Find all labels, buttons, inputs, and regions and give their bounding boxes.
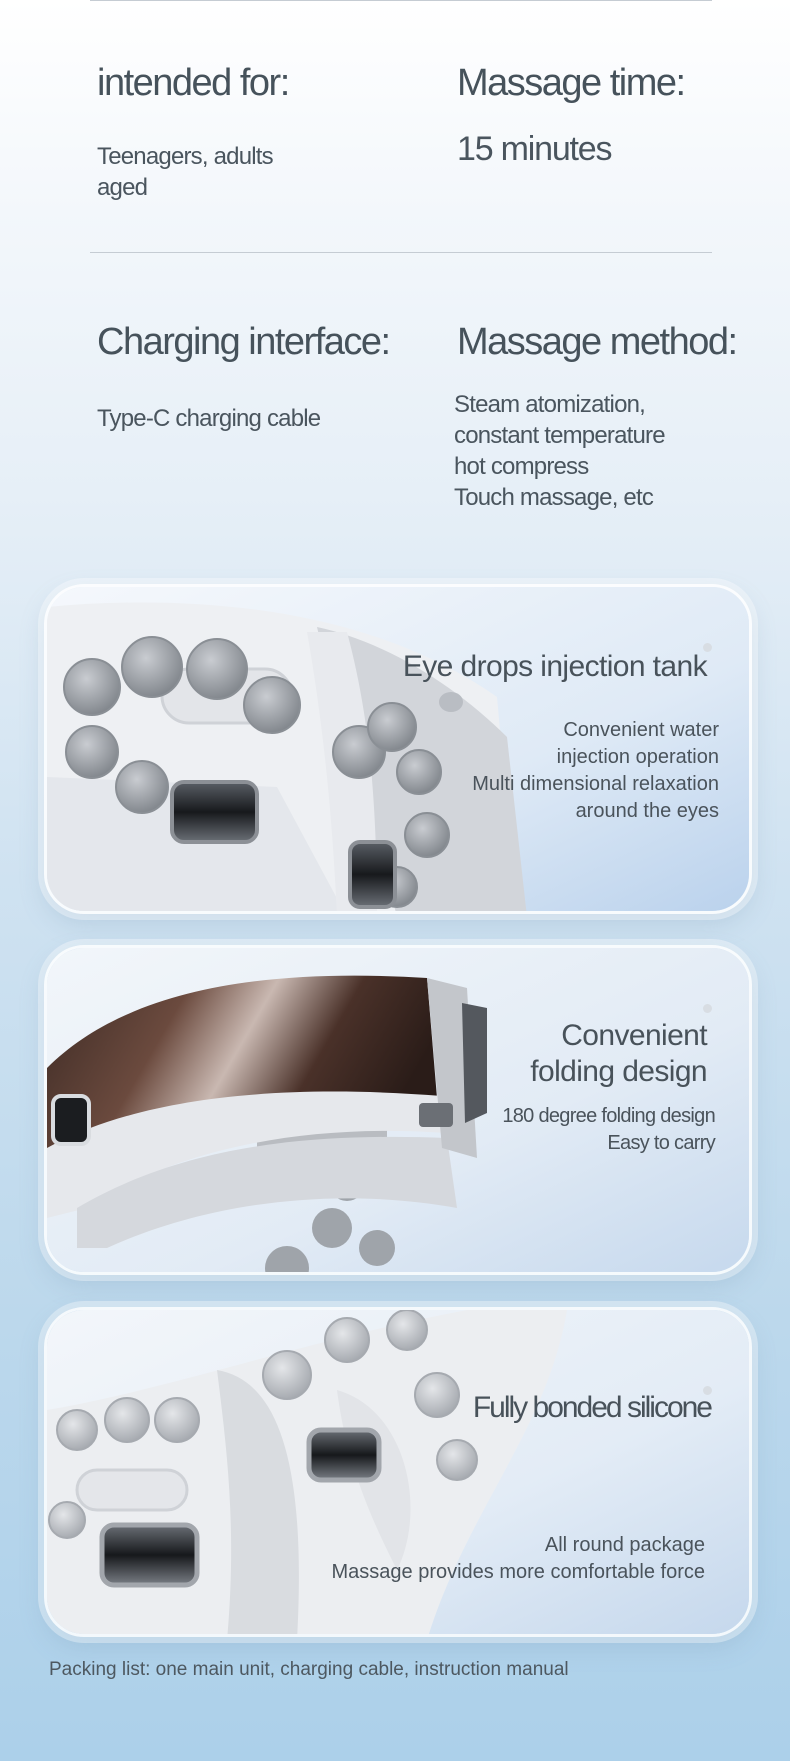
top-divider (90, 0, 712, 1)
eye-tank-panel: Eye drops injection tank Convenient wate… (44, 584, 752, 914)
silicone-title: Fully bonded silicone (472, 1391, 713, 1424)
silicone-desc: All round package Massage provides more … (331, 1534, 706, 1583)
charging-interface-title: Charging interface: (97, 321, 391, 363)
folding-design-panel: Convenient folding design 180 degree fol… (44, 945, 752, 1275)
eye-tank-title: Eye drops injection tank (402, 650, 708, 683)
folded-massager-image (47, 948, 749, 1272)
middle-divider (90, 252, 712, 253)
massage-time-value: 15 minutes (457, 130, 613, 168)
corner-dot (703, 1004, 712, 1013)
massage-time-title: Massage time: (457, 62, 686, 104)
silicone-massager-image (47, 1310, 749, 1634)
corner-dot (703, 643, 712, 652)
silicone-panel: Fully bonded silicone All round package … (44, 1307, 752, 1637)
intended-for-value: Teenagers, adults aged (97, 143, 274, 201)
intended-for-title: intended for: (97, 62, 290, 104)
massage-method-title: Massage method: (457, 321, 738, 363)
massage-method-value: Steam atomization, constant temperature … (454, 391, 666, 511)
packing-list: Packing list: one main unit, charging ca… (49, 1659, 569, 1680)
folding-design-desc: 180 degree folding design Easy to carry (502, 1105, 715, 1154)
charging-interface-value: Type-C charging cable (97, 405, 321, 432)
eye-tank-desc: Convenient water injection operation Mul… (472, 719, 719, 822)
folding-design-title: Convenient folding design (530, 1019, 707, 1088)
eye-massager-inner-image (47, 587, 749, 911)
corner-dot (703, 1386, 712, 1395)
